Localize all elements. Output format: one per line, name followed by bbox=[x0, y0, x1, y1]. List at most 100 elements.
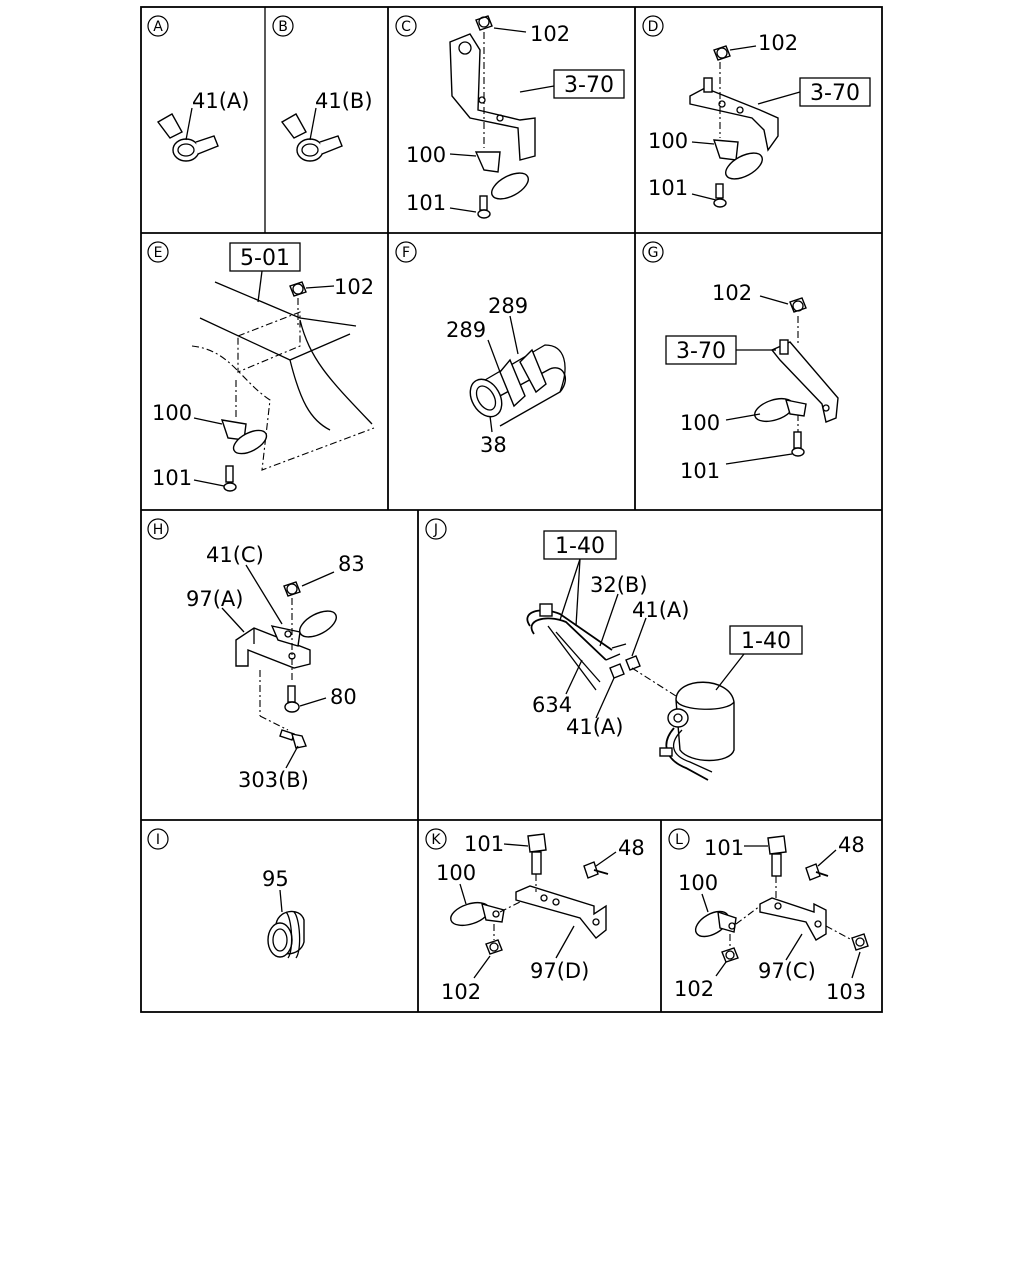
bolt-48 bbox=[583, 861, 609, 879]
leader-line bbox=[449, 153, 477, 157]
leader-line bbox=[559, 558, 581, 621]
part-label: 41(C) bbox=[206, 543, 264, 567]
leader-line bbox=[449, 207, 477, 213]
panel-letter: A bbox=[153, 19, 163, 35]
leader-line bbox=[487, 339, 501, 373]
part-label: 101 bbox=[680, 459, 720, 483]
leader-line bbox=[509, 315, 519, 355]
leader-line bbox=[595, 851, 617, 867]
part-label: 289 bbox=[446, 318, 486, 342]
leader-line bbox=[785, 933, 803, 961]
clip-100 bbox=[694, 910, 737, 938]
reference-label: 1-40 bbox=[741, 629, 791, 654]
panel-letter: H bbox=[153, 522, 164, 538]
assembly-line bbox=[259, 715, 289, 731]
leader-line bbox=[701, 893, 709, 913]
part-label: 102 bbox=[758, 31, 798, 55]
leader-line bbox=[503, 843, 529, 847]
panel-letter: I bbox=[156, 832, 160, 848]
leader-line bbox=[715, 653, 745, 691]
leader-line bbox=[309, 107, 317, 141]
part-label: 41(A) bbox=[566, 715, 623, 739]
part-label: 41(B) bbox=[315, 89, 373, 113]
leader-line bbox=[757, 91, 801, 105]
bolt-101 bbox=[767, 835, 787, 877]
leader-line bbox=[631, 617, 647, 657]
panel-i: I 95 bbox=[147, 828, 305, 959]
panel-e: E 102 100 101 5-01 bbox=[147, 241, 375, 492]
clip-100 bbox=[450, 901, 505, 927]
nut-102 bbox=[485, 939, 503, 955]
part-label: 101 bbox=[648, 176, 688, 200]
panel-f: F 289 289 38 bbox=[395, 241, 566, 457]
part-label: 102 bbox=[712, 281, 752, 305]
panel-l: L 101 bbox=[668, 828, 869, 1004]
part-label: 100 bbox=[680, 411, 720, 435]
hose-joint-38 bbox=[469, 344, 566, 427]
bolt-101 bbox=[223, 465, 237, 492]
assembly-line bbox=[631, 667, 677, 697]
panel-k: K 101 48 100 bbox=[425, 828, 645, 1004]
leader-line bbox=[305, 285, 335, 289]
part-label: 102 bbox=[334, 275, 374, 299]
leader-line bbox=[817, 849, 837, 867]
panel-letter-circle bbox=[395, 15, 417, 37]
part-label: 289 bbox=[488, 294, 528, 318]
assembly-line bbox=[499, 901, 521, 913]
assembly-line bbox=[825, 925, 853, 941]
part-label: 100 bbox=[436, 861, 476, 885]
leader-line bbox=[193, 417, 223, 425]
leader-line bbox=[299, 697, 327, 707]
leader-line bbox=[489, 415, 493, 433]
panel-letter-circle bbox=[147, 15, 169, 37]
panel-letter-circle bbox=[147, 828, 169, 850]
reference-box bbox=[553, 69, 625, 99]
panel-letter: C bbox=[401, 19, 411, 35]
panel-letter: L bbox=[675, 832, 683, 848]
panel-letter: K bbox=[431, 832, 441, 848]
leader-line bbox=[725, 413, 761, 421]
panel-grid bbox=[140, 6, 883, 1013]
leader-line bbox=[565, 659, 583, 695]
part-label: 48 bbox=[618, 836, 645, 860]
hose-bundle bbox=[526, 603, 627, 691]
leader-line bbox=[473, 955, 491, 979]
part-label: 102 bbox=[441, 980, 481, 1004]
leader-line bbox=[459, 883, 467, 905]
part-label: 303(B) bbox=[238, 768, 309, 792]
leader-line bbox=[185, 107, 193, 141]
part-label: 97(C) bbox=[758, 959, 816, 983]
part-label: 101 bbox=[406, 191, 446, 215]
assembly-line bbox=[735, 905, 761, 925]
nut-102 bbox=[475, 15, 493, 31]
panel-letter-circle bbox=[395, 241, 417, 263]
panel-h: H 41(C) 83 97(A) bbox=[147, 518, 365, 792]
part-label: 101 bbox=[704, 836, 744, 860]
bolt-80 bbox=[284, 685, 300, 713]
bracket-97c bbox=[759, 897, 827, 941]
leader-line bbox=[575, 558, 581, 627]
part-label: 97(D) bbox=[530, 959, 589, 983]
panel-letter-circle bbox=[642, 15, 664, 37]
bolt-101 bbox=[477, 195, 491, 219]
clip-100 bbox=[220, 419, 268, 455]
leader-line bbox=[221, 607, 245, 633]
hose-clamp-41b bbox=[280, 113, 343, 162]
nut-102 bbox=[713, 45, 731, 61]
panel-letter: D bbox=[648, 19, 659, 35]
reference-box bbox=[799, 77, 871, 107]
stud bbox=[703, 77, 713, 93]
part-label: 100 bbox=[648, 129, 688, 153]
panel-b: B 41(B) bbox=[272, 15, 373, 162]
clip-100 bbox=[754, 397, 807, 423]
part-label: 102 bbox=[674, 977, 714, 1001]
clip-100 bbox=[474, 151, 529, 200]
panel-g: G 102 100 101 3-70 bbox=[642, 241, 839, 483]
clip-100 bbox=[713, 139, 763, 180]
bracket-d bbox=[689, 87, 779, 152]
nut-83 bbox=[283, 581, 301, 597]
bolt-101 bbox=[791, 431, 805, 457]
part-label: 102 bbox=[530, 22, 570, 46]
bolt-101 bbox=[527, 833, 547, 875]
nut-102 bbox=[289, 281, 307, 297]
